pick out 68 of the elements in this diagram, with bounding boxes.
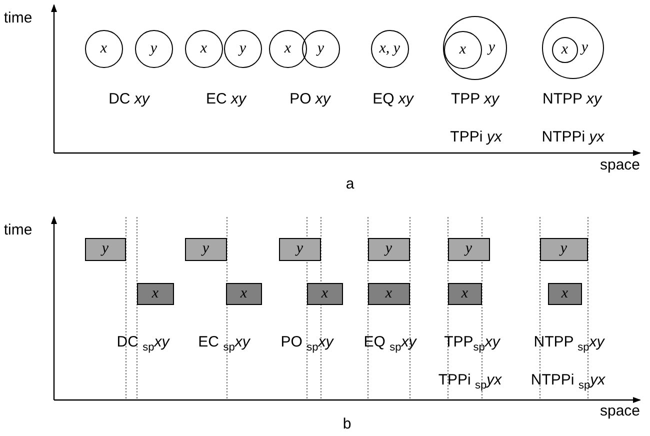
interval-bar <box>85 238 126 261</box>
region-label: y <box>202 241 210 256</box>
region-label: y <box>581 40 588 56</box>
region-circle <box>224 30 262 68</box>
region-label: y <box>239 41 246 56</box>
relation-label: TPPi $_{sp}$yx <box>438 372 502 392</box>
axis-label: time <box>4 10 32 26</box>
interval-bar <box>548 283 582 305</box>
region-circle <box>269 30 307 68</box>
region-label: x <box>385 286 392 302</box>
axis-label: time <box>4 222 32 238</box>
region-circle <box>302 30 340 68</box>
relation-label: NTPP $_{sp}$xy <box>534 334 604 354</box>
interval-bar <box>448 238 490 261</box>
interval-bar <box>307 283 343 305</box>
relation-label: PO xy <box>290 92 330 106</box>
region-label: x <box>561 286 568 302</box>
region-label: x <box>240 286 248 302</box>
region-label: x <box>152 286 159 302</box>
axis-label: space <box>600 404 640 418</box>
interval-bar <box>368 238 410 261</box>
interval-bar <box>368 283 410 305</box>
relation-label: EC xy <box>206 92 246 106</box>
axis-label: space <box>600 158 640 172</box>
panel-label: b <box>342 416 352 432</box>
region-circle <box>552 37 578 63</box>
relation-label: NTPP xy <box>542 92 602 106</box>
region-label: x, y <box>379 41 400 56</box>
region-label: y <box>488 40 496 56</box>
region-label: y <box>102 241 109 256</box>
relation-label: EQ xy <box>372 92 414 106</box>
region-label: x <box>461 286 468 302</box>
region-label: y <box>385 241 392 256</box>
relation-label: NTPPi $_{sp}$yx <box>530 372 606 392</box>
interval-bar <box>279 238 321 261</box>
region-circle <box>185 30 223 68</box>
region-label: x <box>561 42 568 58</box>
region-label: x <box>200 41 208 56</box>
interval-bar <box>540 238 588 261</box>
relation-label: TPP$_{sp}$xy <box>444 334 500 354</box>
region-label: y <box>296 241 304 256</box>
region-label: x <box>321 286 328 302</box>
relation-label: DC xy <box>108 92 150 106</box>
region-label: y <box>560 241 568 256</box>
region-circle <box>444 31 482 69</box>
region-label: y <box>150 41 158 56</box>
interval-bar <box>226 283 262 305</box>
region-label: y <box>317 41 324 56</box>
region-label: x <box>284 41 292 56</box>
region-circle <box>85 30 123 68</box>
panel-label: a <box>346 176 354 192</box>
interval-bar <box>137 283 174 305</box>
relation-label: TPPi yx <box>450 130 502 144</box>
region-circle <box>371 30 409 68</box>
region-label: y <box>465 241 472 256</box>
interval-bar <box>185 238 227 261</box>
relation-label: TPP xy <box>450 92 500 106</box>
region-circle <box>135 30 173 68</box>
relation-label: DC $_{sp}$xy <box>116 334 170 354</box>
region-label: x <box>100 41 108 56</box>
relation-label: NTPPi yx <box>542 130 604 144</box>
interval-bar <box>448 283 482 305</box>
region-circle <box>542 17 604 79</box>
region-label: x <box>459 42 466 58</box>
relation-label: EC $_{sp}$xy <box>198 334 250 354</box>
relation-label: PO $_{sp}$xy <box>280 334 334 354</box>
relation-label: EQ $_{sp}$xy <box>364 334 416 354</box>
region-circle <box>443 16 507 80</box>
